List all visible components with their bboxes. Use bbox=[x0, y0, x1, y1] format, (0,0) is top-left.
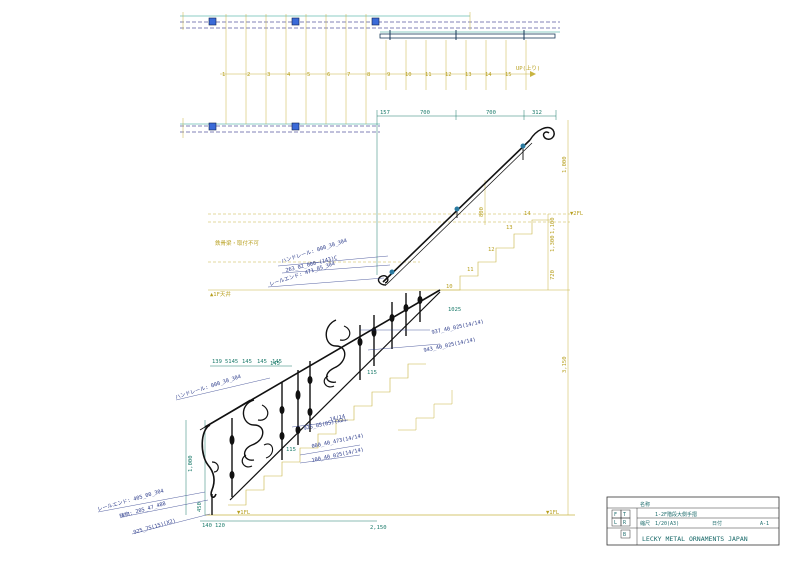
tb-name-label: 名称 bbox=[640, 501, 650, 508]
step-no-14: 14 bbox=[524, 211, 531, 217]
left-dim-139: 139 bbox=[212, 359, 222, 365]
height-800: 800 bbox=[479, 207, 485, 217]
tb-row-b: B bbox=[623, 532, 626, 538]
bottom-small-140: 140 bbox=[202, 523, 212, 529]
tb-company: LECKY METAL ORNAMENTS JAPAN bbox=[642, 535, 748, 543]
tb-scale-value: 1/20(A3) bbox=[655, 521, 679, 527]
plan-step-8: 8 bbox=[367, 72, 370, 78]
plan-step-9: 9 bbox=[387, 72, 390, 78]
top-dim-312: 312 bbox=[532, 110, 542, 116]
plan-step-13: 13 bbox=[465, 72, 472, 78]
callout-943: 943_40_025(14/14) bbox=[423, 337, 476, 354]
top-dim-157: 157 bbox=[380, 110, 390, 116]
tb-row-l: L bbox=[614, 520, 617, 526]
left-vert-1000: 1,000 bbox=[188, 455, 194, 472]
plan-step-3: 3 bbox=[267, 72, 270, 78]
tb-scale-label: 縮尺 bbox=[640, 520, 650, 527]
title-block: T R L F B 名称 1-2F階段大側手摺 縮尺 1/20(A3) 日付 A… bbox=[606, 496, 780, 546]
top-dim-700-b: 700 bbox=[486, 110, 496, 116]
plan-step-4: 4 bbox=[287, 72, 291, 78]
elevation-view: 157 700 700 312 鉄骨梁・取付不可 ▲1F天井 ▼2FL ▼1FL… bbox=[97, 110, 584, 536]
floor-2f-label: ▼2FL bbox=[570, 211, 584, 217]
right-dim-1300: 1,300 bbox=[550, 235, 556, 252]
tb-row-f: F bbox=[614, 512, 617, 518]
callout-925-75: 925_75(15)(X2) bbox=[133, 518, 177, 536]
callout-000-40: 000_40_473(14/14) bbox=[311, 433, 364, 450]
floor-1f-left-label: ▼1FL bbox=[237, 510, 251, 516]
callout-937: 937_40_025(14/14) bbox=[431, 319, 484, 336]
callout-1025: 1025 bbox=[448, 307, 461, 313]
plan-step-2: 2 bbox=[247, 72, 250, 78]
callout-14-14: 14/14 bbox=[329, 414, 346, 423]
callout-115-a: 115 bbox=[367, 370, 377, 376]
plan-step-7: 7 bbox=[347, 72, 350, 78]
right-dim-1000: 1,000 bbox=[562, 156, 568, 173]
right-dim-1100: 1,100 bbox=[550, 217, 556, 234]
plan-step-11: 11 bbox=[425, 72, 432, 78]
plan-step-12: 12 bbox=[445, 72, 452, 78]
bottom-dim-2150: 2,150 bbox=[370, 525, 387, 531]
left-dim-145-a: 145 bbox=[242, 359, 252, 365]
left-dim-5145: 5145 bbox=[225, 359, 238, 365]
top-dim-700-a: 700 bbox=[420, 110, 430, 116]
plan-view: 1 2 3 4 5 6 7 8 9 10 11 12 13 14 15 UP(上… bbox=[180, 12, 560, 138]
ceiling-1f-label: ▲1F天井 bbox=[210, 290, 231, 298]
tb-sheet-no: A-1 bbox=[760, 521, 769, 527]
plan-up-label: UP(上り) bbox=[516, 64, 540, 72]
step-no-12: 12 bbox=[488, 247, 495, 253]
plan-step-6: 6 bbox=[327, 72, 330, 78]
callout-115-b: 115 bbox=[286, 447, 296, 453]
tb-row-t: T bbox=[623, 512, 626, 518]
tb-row-r: R bbox=[623, 520, 627, 526]
step-no-13: 13 bbox=[506, 225, 513, 231]
plan-step-14: 14 bbox=[485, 72, 492, 78]
tb-name-value: 1-2F階段大側手摺 bbox=[655, 511, 697, 518]
bottom-small-120: 120 bbox=[215, 523, 225, 529]
joist-note: 鉄骨梁・取付不可 bbox=[215, 239, 260, 247]
callout-145: 145 bbox=[270, 361, 280, 367]
plan-step-10: 10 bbox=[405, 72, 412, 78]
step-no-10: 10 bbox=[446, 284, 453, 290]
tb-date-label: 日付 bbox=[712, 520, 722, 527]
left-dim-145-b: 145 bbox=[257, 359, 267, 365]
left-dim-145-c: 145 bbox=[272, 359, 282, 365]
step-no-11: 11 bbox=[467, 267, 474, 273]
left-vert-450: 450 bbox=[197, 502, 203, 512]
floor-1f-right-label: ▼1FL bbox=[546, 510, 560, 516]
right-dim-3150: 3,150 bbox=[562, 356, 568, 373]
right-dim-720: 720 bbox=[550, 270, 556, 280]
plan-step-15: 15 bbox=[505, 72, 512, 78]
callout-handrail-lower: ハンドレール: 000_30_304 bbox=[175, 374, 242, 401]
plan-step-1: 1 bbox=[222, 72, 225, 78]
plan-step-5: 5 bbox=[307, 72, 310, 78]
